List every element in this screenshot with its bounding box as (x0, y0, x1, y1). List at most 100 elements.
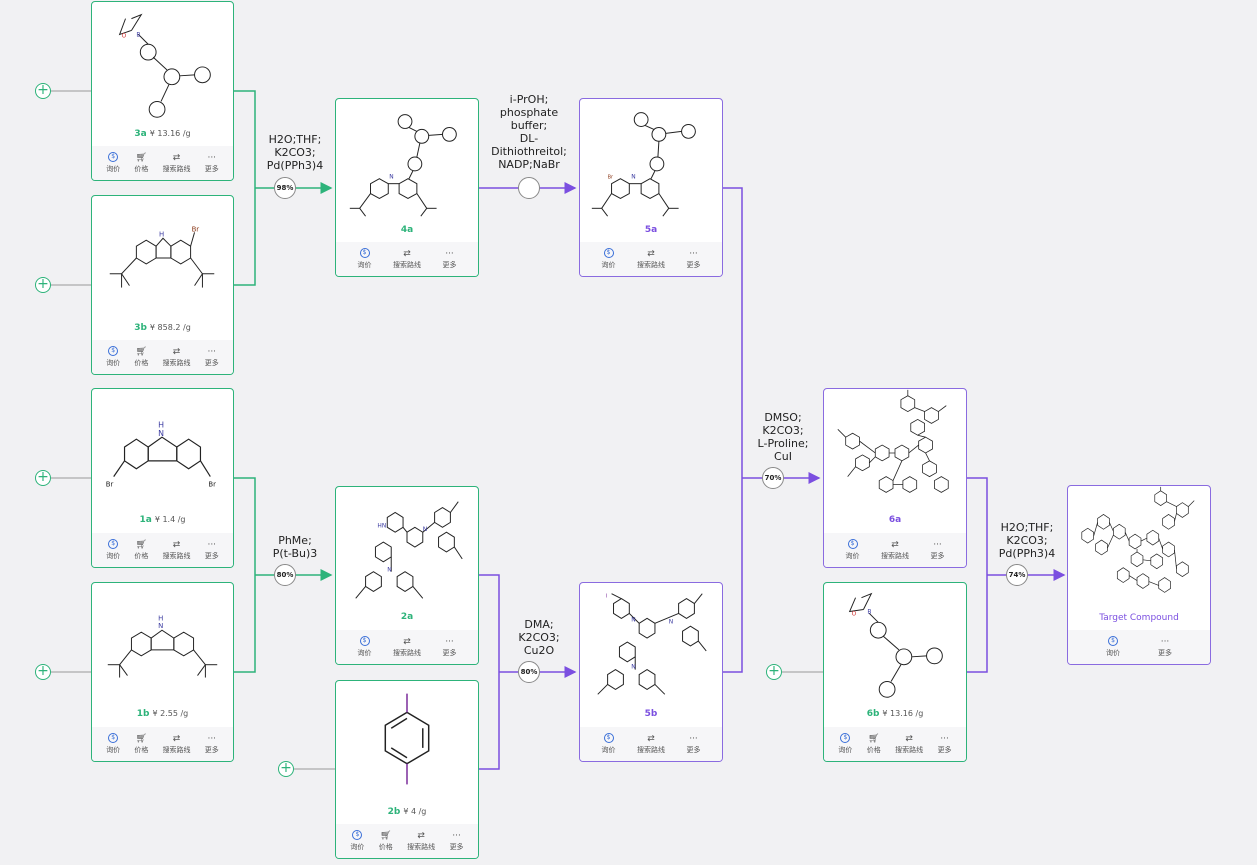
price-inquiry-icon: $ (840, 733, 851, 743)
search-route-button[interactable]: ⇄搜索路线 (162, 152, 191, 173)
yield-badge[interactable]: 70% (762, 467, 784, 489)
inquiry-button[interactable]: $询价 (106, 152, 121, 173)
compound-label: 1a¥ 1.4 /g (139, 515, 186, 525)
add-precursor-button[interactable]: + (278, 761, 294, 777)
search-route-button[interactable]: ⇄搜索路线 (407, 830, 436, 851)
molecule-structure-1a: H N Br Br (106, 420, 216, 488)
compound-card-2a[interactable]: HN N N 2a $询价 ⇄搜索路线 ···更多 (335, 486, 479, 665)
more-dots-icon: ··· (452, 830, 461, 841)
search-route-button[interactable]: ⇄搜索路线 (162, 733, 191, 754)
compound-card-5b[interactable]: N N N I 5b $询价 ⇄搜索路线 ···更多 (579, 582, 723, 762)
more-button[interactable]: ···更多 (442, 636, 457, 657)
inquiry-button[interactable]: $询价 (845, 539, 860, 560)
more-button[interactable]: ···更多 (1158, 636, 1172, 657)
price-button[interactable]: 🛒︎价格 (134, 346, 149, 367)
add-precursor-button[interactable]: + (35, 83, 51, 99)
compound-card-5a[interactable]: N Br 5a $询价 ⇄搜索路线 ···更多 (579, 98, 723, 277)
inquiry-button[interactable]: $询价 (357, 248, 372, 269)
compound-card-1a[interactable]: H N Br Br 1a¥ 1.4 /g $询价 🛒︎价格 ⇄搜索路线 ···更… (91, 388, 234, 568)
compound-label: 5a (644, 225, 658, 235)
more-button[interactable]: ···更多 (937, 733, 952, 754)
inquiry-button[interactable]: $询价 (601, 248, 616, 269)
compound-label: 4a (400, 225, 414, 235)
compound-card-2b[interactable]: 2b¥ 4 /g $询价 🛒︎价格 ⇄搜索路线 ···更多 (335, 680, 479, 859)
yield-badge[interactable]: 98% (274, 177, 296, 199)
svg-text:B: B (867, 609, 871, 615)
route-icon: ⇄ (905, 733, 913, 744)
target-compound-card[interactable]: Target Compound $询价 ···更多 (1067, 485, 1211, 665)
svg-text:N: N (423, 527, 427, 533)
add-precursor-button[interactable]: + (35, 470, 51, 486)
search-route-button[interactable]: ⇄搜索路线 (162, 346, 191, 367)
yield-badge[interactable] (518, 177, 540, 199)
cart-icon: 🛒︎ (135, 539, 148, 550)
more-button[interactable]: ···更多 (204, 346, 219, 367)
more-button[interactable]: ···更多 (204, 733, 219, 754)
svg-text:Br: Br (608, 175, 614, 181)
compound-card-3b[interactable]: H Br 3b¥ 858.2 /g $询价 🛒︎价格 ⇄搜索路线 ···更多 (91, 195, 234, 375)
search-route-button[interactable]: ⇄搜索路线 (881, 539, 909, 560)
price-inquiry-icon: $ (603, 733, 614, 743)
search-route-button[interactable]: ⇄搜索路线 (637, 733, 665, 754)
inquiry-button[interactable]: $询价 (601, 733, 616, 754)
svg-text:H: H (159, 230, 164, 238)
yield-badge[interactable]: 80% (518, 661, 540, 683)
svg-text:O: O (122, 33, 127, 39)
compound-card-3a[interactable]: B O 3a¥ 13.16 /g $询价 🛒︎价格 ⇄搜索路线 ···更多 (91, 1, 234, 181)
molecule-structure-3a: B O (118, 13, 211, 118)
search-route-button[interactable]: ⇄搜索路线 (895, 733, 924, 754)
inquiry-button[interactable]: $询价 (1106, 636, 1120, 657)
svg-text:Br: Br (208, 480, 216, 488)
more-dots-icon: ··· (689, 733, 698, 744)
cart-icon: 🛒︎ (135, 733, 148, 744)
compound-card-6b[interactable]: B O 6b¥ 13.16 /g $询价 🛒︎价格 ⇄搜索路线 ···更多 (823, 582, 967, 762)
more-button[interactable]: ···更多 (204, 539, 219, 560)
price-inquiry-icon: $ (352, 830, 363, 840)
search-route-button[interactable]: ⇄搜索路线 (162, 539, 191, 560)
inquiry-button[interactable]: $询价 (106, 733, 121, 754)
price-button[interactable]: 🛒︎价格 (134, 152, 149, 173)
svg-text:H: H (158, 420, 164, 429)
add-precursor-button[interactable]: + (35, 664, 51, 680)
inquiry-button[interactable]: $询价 (350, 830, 365, 851)
add-precursor-button[interactable]: + (766, 664, 782, 680)
search-route-button[interactable]: ⇄搜索路线 (637, 248, 665, 269)
price-button[interactable]: 🛒︎价格 (378, 830, 393, 851)
more-dots-icon: ··· (940, 733, 949, 744)
yield-badge[interactable]: 74% (1006, 564, 1028, 586)
card-actions: $询价 🛒︎价格 ⇄搜索路线 ···更多 (92, 340, 233, 374)
price-button[interactable]: 🛒︎价格 (866, 733, 881, 754)
inquiry-button[interactable]: $询价 (357, 636, 372, 657)
more-dots-icon: ··· (207, 346, 217, 357)
more-button[interactable]: ···更多 (204, 152, 219, 173)
card-actions: $询价 🛒︎价格 ⇄搜索路线 ···更多 (92, 727, 233, 761)
yield-badge[interactable]: 80% (274, 564, 296, 586)
molecule-structure-target (1081, 486, 1195, 593)
more-button[interactable]: ···更多 (930, 539, 945, 560)
more-dots-icon: ··· (933, 539, 942, 550)
search-route-button[interactable]: ⇄搜索路线 (393, 636, 421, 657)
search-route-button[interactable]: ⇄搜索路线 (393, 248, 421, 269)
route-icon: ⇄ (172, 152, 181, 163)
add-precursor-button[interactable]: + (35, 277, 51, 293)
more-button[interactable]: ···更多 (449, 830, 464, 851)
price-inquiry-icon: $ (108, 539, 119, 549)
inquiry-button[interactable]: $询价 (838, 733, 853, 754)
price-button[interactable]: 🛒︎价格 (134, 733, 149, 754)
more-button[interactable]: ···更多 (686, 248, 701, 269)
price-button[interactable]: 🛒︎价格 (134, 539, 149, 560)
route-icon: ⇄ (647, 248, 655, 259)
inquiry-button[interactable]: $询价 (106, 539, 121, 560)
more-dots-icon: ··· (689, 248, 698, 259)
more-dots-icon: ··· (445, 248, 454, 259)
molecule-structure-2b (384, 693, 430, 785)
molecule-structure-3b: H Br (109, 225, 215, 288)
compound-card-6a[interactable]: 6a $询价 ⇄搜索路线 ···更多 (823, 388, 967, 568)
compound-card-4a[interactable]: N 4a $询价 ⇄搜索路线 ···更多 (335, 98, 479, 277)
more-button[interactable]: ···更多 (442, 248, 457, 269)
route-icon: ⇄ (403, 248, 411, 259)
inquiry-button[interactable]: $询价 (106, 346, 121, 367)
svg-text:B: B (136, 32, 140, 38)
compound-card-1b[interactable]: H N 1b¥ 2.55 /g $询价 🛒︎价格 ⇄搜索路线 ···更多 (91, 582, 234, 762)
more-button[interactable]: ···更多 (686, 733, 701, 754)
